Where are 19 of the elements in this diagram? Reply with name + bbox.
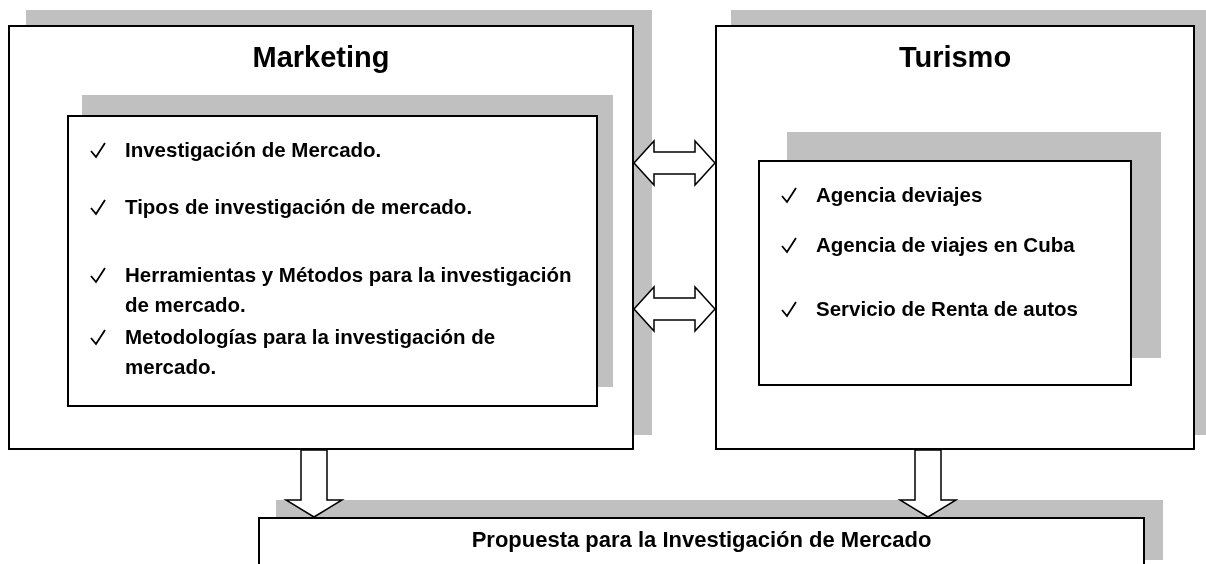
list-item: Agencia de viajes en Cuba <box>816 232 1075 258</box>
list-item: Investigación de Mercado. <box>125 137 382 163</box>
list-item: Herramientas y Métodos para la investigación de mercado. <box>125 262 573 318</box>
text-box <box>8 25 634 450</box>
list-item: Tipos de investigación de mercado. <box>125 194 473 220</box>
block-arrow <box>283 449 345 518</box>
box-heading: Marketing <box>251 41 391 74</box>
text-box <box>258 517 1145 564</box>
list-item: Agencia deviajes <box>816 182 983 208</box>
box-heading: Turismo <box>897 41 1013 74</box>
block-arrow <box>897 449 959 518</box>
text-box <box>715 25 1195 450</box>
text-box <box>67 115 598 407</box>
list-item: Servicio de Renta de autos <box>816 296 1079 322</box>
block-arrow <box>633 285 716 333</box>
box-title: Propuesta para la Investigación de Mercado <box>470 527 933 553</box>
text-box <box>758 160 1132 386</box>
block-arrow <box>633 139 716 187</box>
list-item: Metodologías para la investigación de mercado. <box>125 324 497 380</box>
